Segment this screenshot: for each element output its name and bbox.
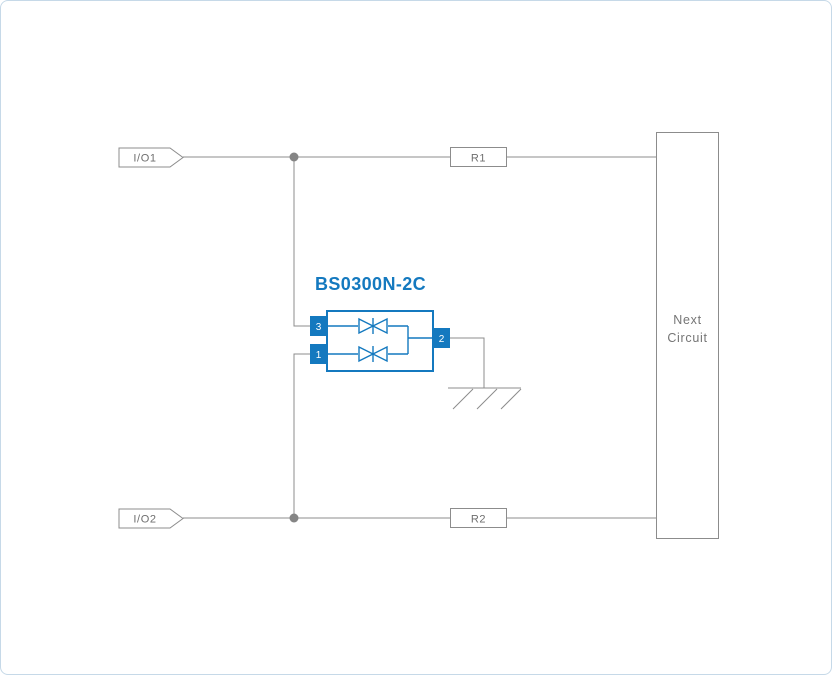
- tvs-pin-3: 3: [310, 316, 327, 336]
- io2-label: I/O2: [133, 514, 156, 526]
- tvs-diode-icon-top: [358, 317, 388, 335]
- next-circuit-block: Next Circuit: [656, 132, 719, 539]
- wires: [183, 156, 656, 519]
- pin1-label: 1: [316, 350, 322, 361]
- tvs-internal-circuit: [327, 317, 433, 363]
- junction-dot-bottom: [289, 513, 299, 523]
- io1-label: I/O1: [133, 153, 156, 165]
- ground-icon: [448, 387, 522, 410]
- next-circuit-label-line2: Circuit: [667, 331, 707, 345]
- tvs-component: 3 1 2: [310, 310, 450, 372]
- io2-tag: I/O2: [118, 508, 184, 529]
- pin3-label: 3: [316, 322, 322, 333]
- tvs-pin-2: 2: [433, 328, 450, 348]
- resistor-r1: R1: [450, 147, 507, 167]
- junction-dot-top: [289, 152, 299, 162]
- tvs-body: [326, 310, 434, 372]
- resistor-r2: R2: [450, 508, 507, 528]
- r1-label: R1: [471, 153, 486, 165]
- r2-label: R2: [471, 514, 486, 526]
- tvs-pin-1: 1: [310, 344, 327, 364]
- part-number-label: BS0300N-2C: [315, 274, 426, 294]
- pin2-label: 2: [439, 334, 445, 345]
- io1-tag: I/O1: [118, 147, 184, 168]
- next-circuit-label-line1: Next: [673, 313, 702, 327]
- tvs-diode-icon-bottom: [358, 345, 388, 363]
